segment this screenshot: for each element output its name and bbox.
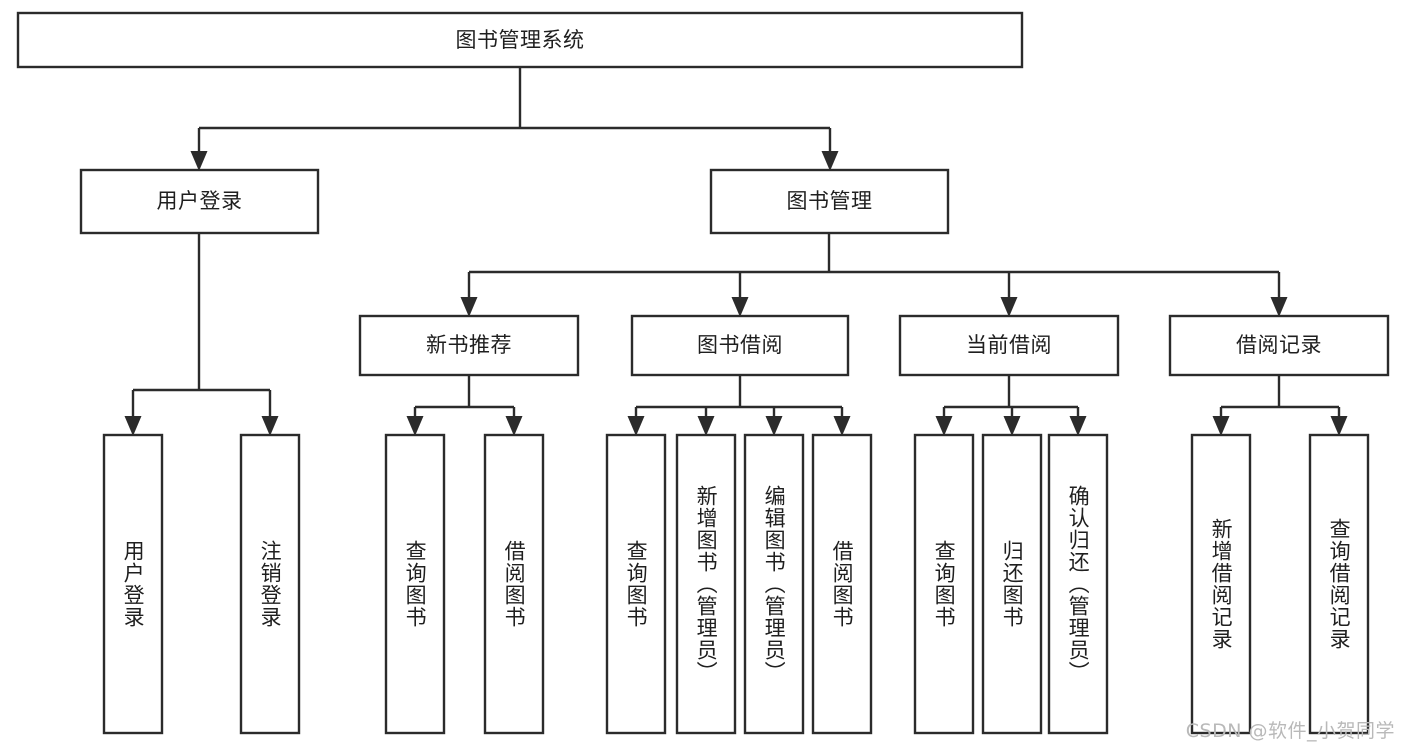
node-leaf-borrow-books-2-box (811, 433, 873, 735)
node-leaf-return-books-box (981, 433, 1043, 735)
node-root-system-box (16, 11, 1024, 69)
node-leaf-query-books-3-box (913, 433, 975, 735)
arrow-head-new_book_to_leaves-1 (505, 416, 523, 436)
node-borrow-record-box (1168, 314, 1390, 377)
arrow-head-book_borrow_to_leaves-0 (627, 416, 645, 436)
node-leaf-edit-book-admin-box (743, 433, 805, 735)
node-current-borrow-box (898, 314, 1120, 377)
arrow-head-book_borrow_to_leaves-3 (833, 416, 851, 436)
arrow-head-user_login_to_leaves-0 (124, 416, 142, 436)
box-layer (16, 11, 1390, 735)
arrow-head-current_borrow_to_leaves-2 (1069, 416, 1087, 436)
arrow-head-level2_to_level3-0 (460, 297, 478, 317)
arrow-head-level2_to_level3-3 (1270, 297, 1288, 317)
arrow-head-borrow_record_to_leaves-0 (1212, 416, 1230, 436)
node-leaf-logout-box (239, 433, 301, 735)
arrow-head-current_borrow_to_leaves-1 (1003, 416, 1021, 436)
node-book-management-box (709, 168, 950, 235)
arrow-head-root_to_level2-0 (190, 151, 208, 171)
arrow-head-borrow_record_to_leaves-1 (1330, 416, 1348, 436)
node-book-borrow-box (630, 314, 850, 377)
arrow-head-level2_to_level3-2 (1000, 297, 1018, 317)
node-leaf-add-borrow-record-box (1190, 433, 1252, 735)
arrow-head-root_to_level2-1 (821, 151, 839, 171)
node-leaf-query-borrow-record-box (1308, 433, 1370, 735)
node-leaf-add-book-admin-box (675, 433, 737, 735)
connector-layer (124, 67, 1348, 436)
arrow-head-book_borrow_to_leaves-1 (697, 416, 715, 436)
node-leaf-confirm-return-admin-box (1047, 433, 1109, 735)
node-user-login-box (79, 168, 320, 235)
csdn-watermark: CSDN @软件_小贺同学 (1185, 720, 1395, 742)
node-leaf-query-books-1-box (384, 433, 446, 735)
node-leaf-borrow-books-1-box (483, 433, 545, 735)
node-new-book-recommend-box (358, 314, 580, 377)
node-leaf-query-books-2-box (605, 433, 667, 735)
arrow-head-book_borrow_to_leaves-2 (765, 416, 783, 436)
arrow-head-current_borrow_to_leaves-0 (935, 416, 953, 436)
arrow-head-level2_to_level3-1 (731, 297, 749, 317)
node-leaf-user-login-box (102, 433, 164, 735)
arrow-head-user_login_to_leaves-1 (261, 416, 279, 436)
arrow-head-new_book_to_leaves-0 (406, 416, 424, 436)
